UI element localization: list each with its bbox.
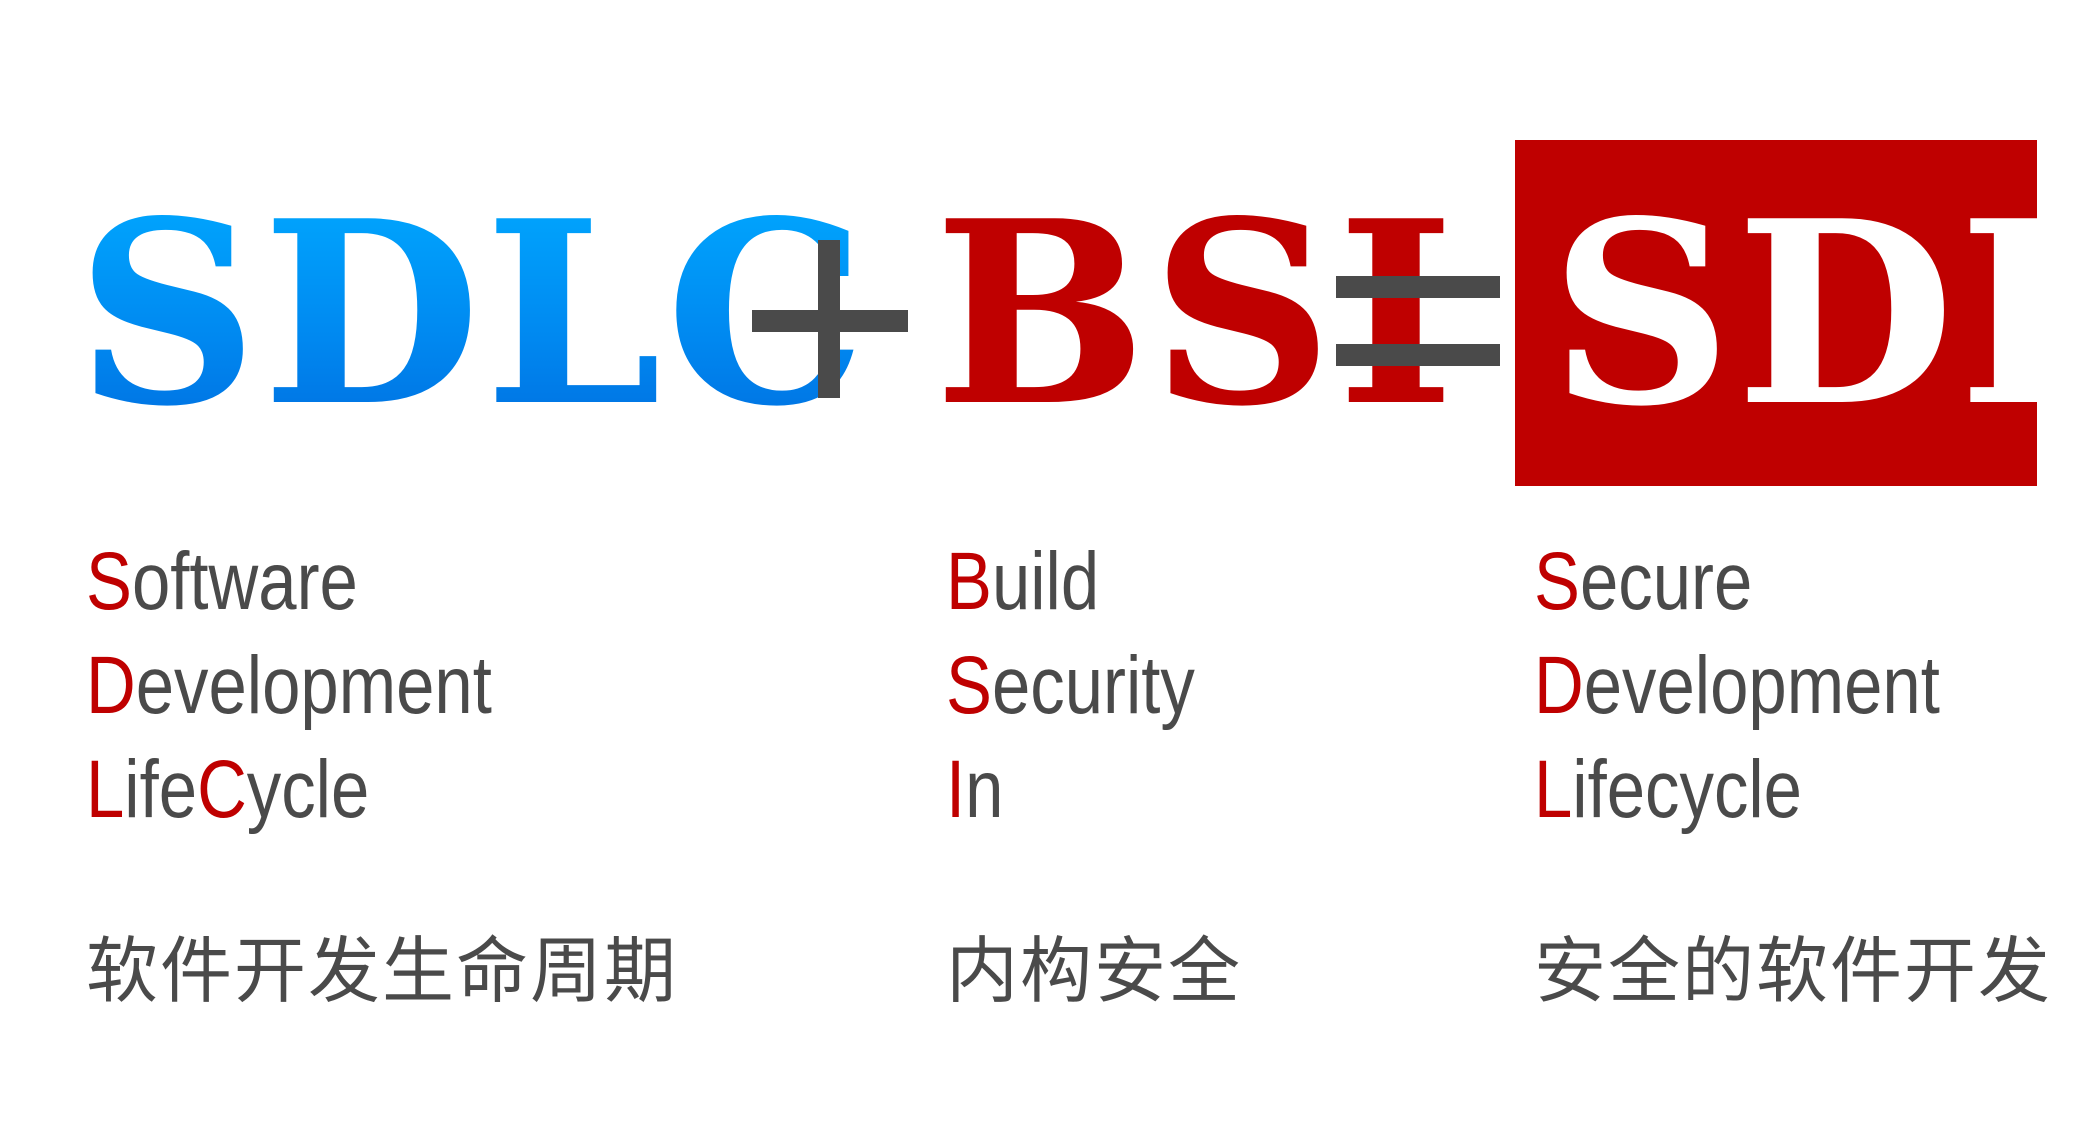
plus-vertical-bar: [818, 240, 840, 398]
bsi-expansion: Build Security In: [946, 530, 1242, 842]
initial-letter: D: [1534, 640, 1584, 731]
sdlc-expansion: Software Development LifeCycle: [86, 530, 569, 842]
sdl-term: SDL: [1550, 166, 2096, 462]
initial-letter: L: [1534, 744, 1573, 835]
word-rest: n: [965, 744, 1004, 835]
sdl-result-box: [1515, 140, 2037, 486]
initial-letter: C: [197, 744, 247, 835]
equals-top-bar: [1336, 276, 1500, 298]
initial-letter: S: [86, 536, 132, 627]
initial-letter: B: [946, 536, 992, 627]
bsi-term: BSI: [934, 166, 1459, 462]
sdlc-chinese-label: 软件开发生命周期: [86, 929, 679, 1013]
expansion-line: Software: [86, 530, 492, 634]
sdlc-term: SDLC: [76, 166, 871, 462]
expansion-line: Security: [946, 634, 1195, 738]
initial-letter: D: [86, 640, 136, 731]
word-rest: ifecycle: [1572, 744, 1802, 835]
word-rest: ycle: [246, 744, 370, 835]
sdl-chinese-label: 安全的软件开发: [1534, 929, 2053, 1013]
word-rest: oftware: [131, 536, 358, 627]
expansion-line: In: [946, 738, 1195, 842]
initial-letter: S: [946, 640, 992, 731]
expansion-line: Development: [86, 634, 492, 738]
word-rest: ecurity: [991, 640, 1195, 731]
word-rest: ecure: [1579, 536, 1753, 627]
word-rest: uild: [991, 536, 1100, 627]
bsi-chinese-label: 内构安全: [946, 929, 1243, 1013]
expansion-line: Development: [1534, 634, 1940, 738]
sdl-expansion: Secure Development Lifecycle: [1534, 530, 2017, 842]
word-rest: evelopment: [1583, 640, 1940, 731]
expansion-line: LifeCycle: [86, 738, 492, 842]
equals-bottom-bar: [1336, 344, 1500, 366]
initial-letter: I: [946, 744, 966, 835]
word-rest: evelopment: [135, 640, 492, 731]
expansion-line: Build: [946, 530, 1195, 634]
initial-letter: S: [1534, 536, 1580, 627]
expansion-line: Lifecycle: [1534, 738, 1940, 842]
expansion-line: Secure: [1534, 530, 1940, 634]
word-rest: ife: [124, 744, 198, 835]
initial-letter: L: [86, 744, 125, 835]
